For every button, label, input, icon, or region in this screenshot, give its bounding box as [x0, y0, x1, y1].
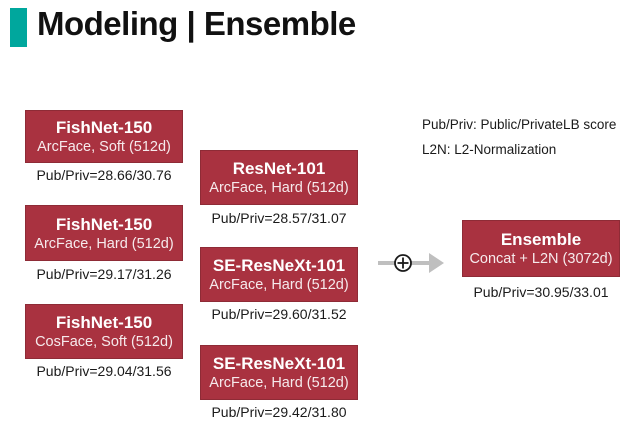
model-config: ArcFace, Soft (512d) [37, 139, 171, 155]
model-box-fishnet-arcface-soft: FishNet-150 ArcFace, Soft (512d) [25, 110, 183, 163]
ensemble-name: Ensemble [500, 230, 582, 249]
model-config: CosFace, Soft (512d) [35, 334, 173, 350]
model-box-seresnext-1: SE-ResNeXt-101 ArcFace, Hard (512d) [200, 247, 358, 302]
model-score: Pub/Priv=29.60/31.52 [211, 306, 347, 322]
model-box-resnet101: ResNet-101 ArcFace, Hard (512d) [200, 150, 358, 205]
model-score: Pub/Priv=28.57/31.07 [211, 210, 347, 226]
arrow-head-right-icon [429, 253, 444, 273]
legend: Pub/Priv: Public/PrivateLB score L2N: L2… [422, 112, 616, 162]
page-title: Modeling | Ensemble [37, 5, 356, 42]
model-box-fishnet-cosface-soft: FishNet-150 CosFace, Soft (512d) [25, 304, 183, 359]
legend-line-pubpriv: Pub/Priv: Public/PrivateLB score [422, 117, 617, 132]
model-name: SE-ResNeXt-101 [212, 354, 346, 373]
legend-line-l2n: L2N: L2-Normalization [422, 142, 557, 157]
model-config: ArcFace, Hard (512d) [209, 375, 349, 391]
model-config: ArcFace, Hard (512d) [34, 235, 174, 252]
model-score: Pub/Priv=29.04/31.56 [36, 363, 172, 379]
model-score: Pub/Priv=29.42/31.80 [211, 404, 347, 420]
model-name: FishNet-150 [55, 313, 153, 332]
model-config: ArcFace, Hard (512d) [209, 180, 349, 196]
model-name: ResNet-101 [232, 159, 326, 178]
model-name: SE-ResNeXt-101 [212, 256, 346, 275]
ensemble-config: Concat + L2N (3072d) [469, 251, 613, 267]
model-score: Pub/Priv=29.17/31.26 [36, 266, 172, 282]
model-config: ArcFace, Hard (512d) [209, 277, 349, 293]
ensemble-score: Pub/Priv=30.95/33.01 [473, 284, 609, 300]
model-box-fishnet-arcface-hard: FishNet-150 ArcFace, Hard (512d) [25, 205, 183, 261]
combine-arrow [378, 253, 444, 273]
circled-plus-icon [394, 254, 412, 272]
model-score: Pub/Priv=28.66/30.76 [36, 167, 172, 183]
ensemble-box: Ensemble Concat + L2N (3072d) [462, 220, 620, 277]
model-box-seresnext-2: SE-ResNeXt-101 ArcFace, Hard (512d) [200, 345, 358, 400]
model-name: FishNet-150 [55, 214, 153, 234]
title-accent-bar [10, 8, 27, 47]
model-name: FishNet-150 [55, 118, 153, 137]
